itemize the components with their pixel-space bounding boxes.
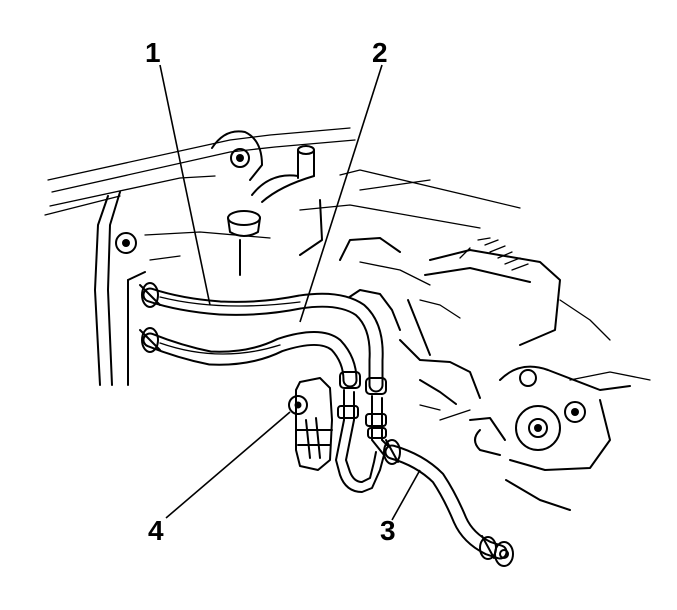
callout-2: 2	[372, 37, 388, 68]
leader-line-4	[165, 411, 291, 519]
leader-line-3	[391, 469, 421, 521]
leader-line-1	[159, 64, 211, 306]
callout-4: 4	[148, 515, 164, 546]
heater-pipe-assembly	[288, 377, 395, 493]
heater-outlet-hose	[383, 439, 514, 567]
leader-lines	[159, 64, 421, 521]
callout-1: 1	[145, 37, 161, 68]
callout-3: 3	[380, 515, 396, 546]
hose-clamps-pipe	[339, 371, 387, 395]
lower-heater-hose	[142, 331, 358, 388]
engine-block-outline	[44, 127, 651, 511]
upper-heater-hose	[142, 287, 384, 393]
hose-clamps-engine	[139, 282, 161, 353]
leader-line-2	[299, 64, 383, 323]
